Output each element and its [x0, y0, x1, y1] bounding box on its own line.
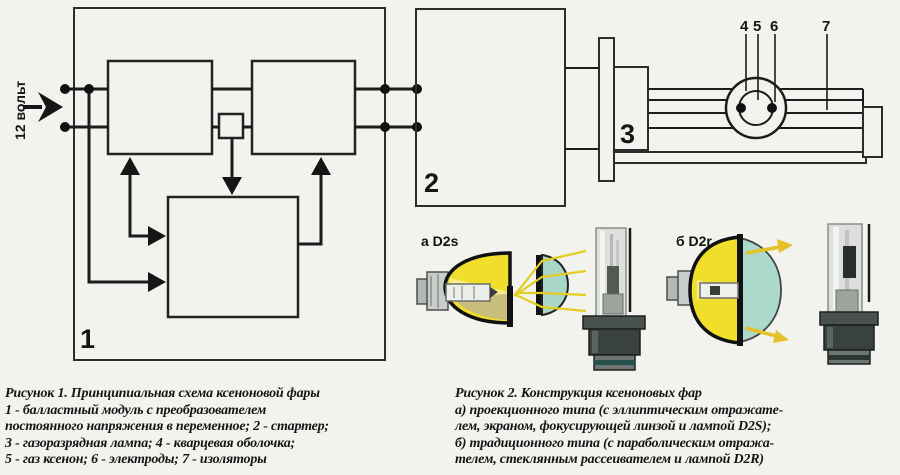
d2s-lamp-photo [582, 227, 646, 371]
control-block-box [166, 195, 300, 319]
coupling-square [217, 112, 245, 140]
d2r-lamp-photo [819, 223, 879, 365]
figure2-caption-title: Рисунок 2. Конструкция ксеноновых фар [455, 386, 702, 401]
lamp-return-bar [612, 151, 867, 164]
d2r-flange [819, 311, 879, 326]
voltage-label: 12 вольт [12, 81, 28, 140]
arc-lamp-capsule [445, 283, 491, 302]
electrode-dot-left [736, 103, 746, 113]
d2s-flange [582, 315, 646, 330]
output-light-arrows [745, 239, 793, 343]
lamp-end-cap [862, 106, 883, 158]
figure1-caption: Рисунок 1. Принципиальная схема ксенонов… [5, 386, 451, 469]
figure1-caption-line: 1 - балластный модуль с преобразователем [5, 402, 267, 418]
figure2-caption-line: лем, экраном, фокусирующей линзой и ламп… [455, 419, 772, 434]
figure1-caption-line: 5 - газ ксенон; 6 - электроды; 7 - изоля… [5, 452, 267, 467]
figure1-caption-line: постоянного напряжения в переменное; 2 -… [5, 419, 329, 434]
label-electrodes-6: 6 [770, 18, 778, 35]
figure2-caption: Рисунок 2. Конструкция ксеноновых фар а)… [455, 386, 897, 469]
elliptical-reflector [443, 251, 512, 325]
electrode-dot-right [767, 103, 777, 113]
glass-diffuser [739, 236, 782, 344]
figure2-caption-line: а) проекционного типа (с эллиптическим о… [455, 402, 784, 418]
starter-and-lamp: 2 3 4 [415, 8, 883, 207]
starter-box [415, 8, 566, 207]
figure1-caption-title: Рисунок 1. Принципиальная схема ксенонов… [5, 386, 320, 401]
ballast-module-box [73, 7, 386, 361]
figure1-caption-line: 3 - газоразрядная лампа; 4 - кварцевая о… [5, 435, 295, 451]
supply-wires [65, 87, 416, 284]
voltage-input-arrow [23, 92, 63, 122]
variant-a-label: а D2s [421, 233, 459, 249]
diagram-canvas: 12 вольт 1 2 3 [12, 7, 883, 371]
figure1-schematic: 12 вольт 1 [12, 7, 422, 361]
figure2-caption-line: телем, стеклянным рассеивателем и лампой… [455, 452, 764, 467]
discharge-bulb [724, 76, 788, 140]
light-rays [513, 249, 587, 313]
label-quartz-4: 4 [740, 18, 749, 35]
reflector-rim [737, 234, 743, 346]
parabolic-reflector [688, 234, 743, 346]
junction-dots [60, 84, 422, 132]
label-lamp-3: 3 [620, 119, 635, 149]
d2r-shield-stripe [843, 246, 856, 278]
label-xenon-5: 5 [753, 18, 761, 35]
converter-block-b [250, 59, 357, 156]
label-ballast-1: 1 [80, 324, 95, 354]
variant-b-label: б D2r [676, 233, 712, 249]
label-starter-2: 2 [424, 168, 439, 198]
d2s-socket [416, 271, 449, 311]
focusing-lens [536, 253, 570, 317]
signal-arrows [120, 138, 331, 292]
label-insulators-7: 7 [822, 18, 830, 35]
light-screen-bar [507, 286, 513, 327]
figure2a-projector: а D2s [416, 227, 646, 371]
figure2b-reflector: б D2r [666, 223, 879, 365]
figure2-caption-line: б) традиционного типа (с параболическим … [455, 435, 774, 451]
arc-lamp-tip [490, 287, 498, 298]
converter-block-a [106, 59, 214, 156]
part-leaders: 4 5 6 7 [740, 18, 830, 110]
d2s-burner [607, 266, 619, 294]
lamp-flange [598, 37, 615, 182]
